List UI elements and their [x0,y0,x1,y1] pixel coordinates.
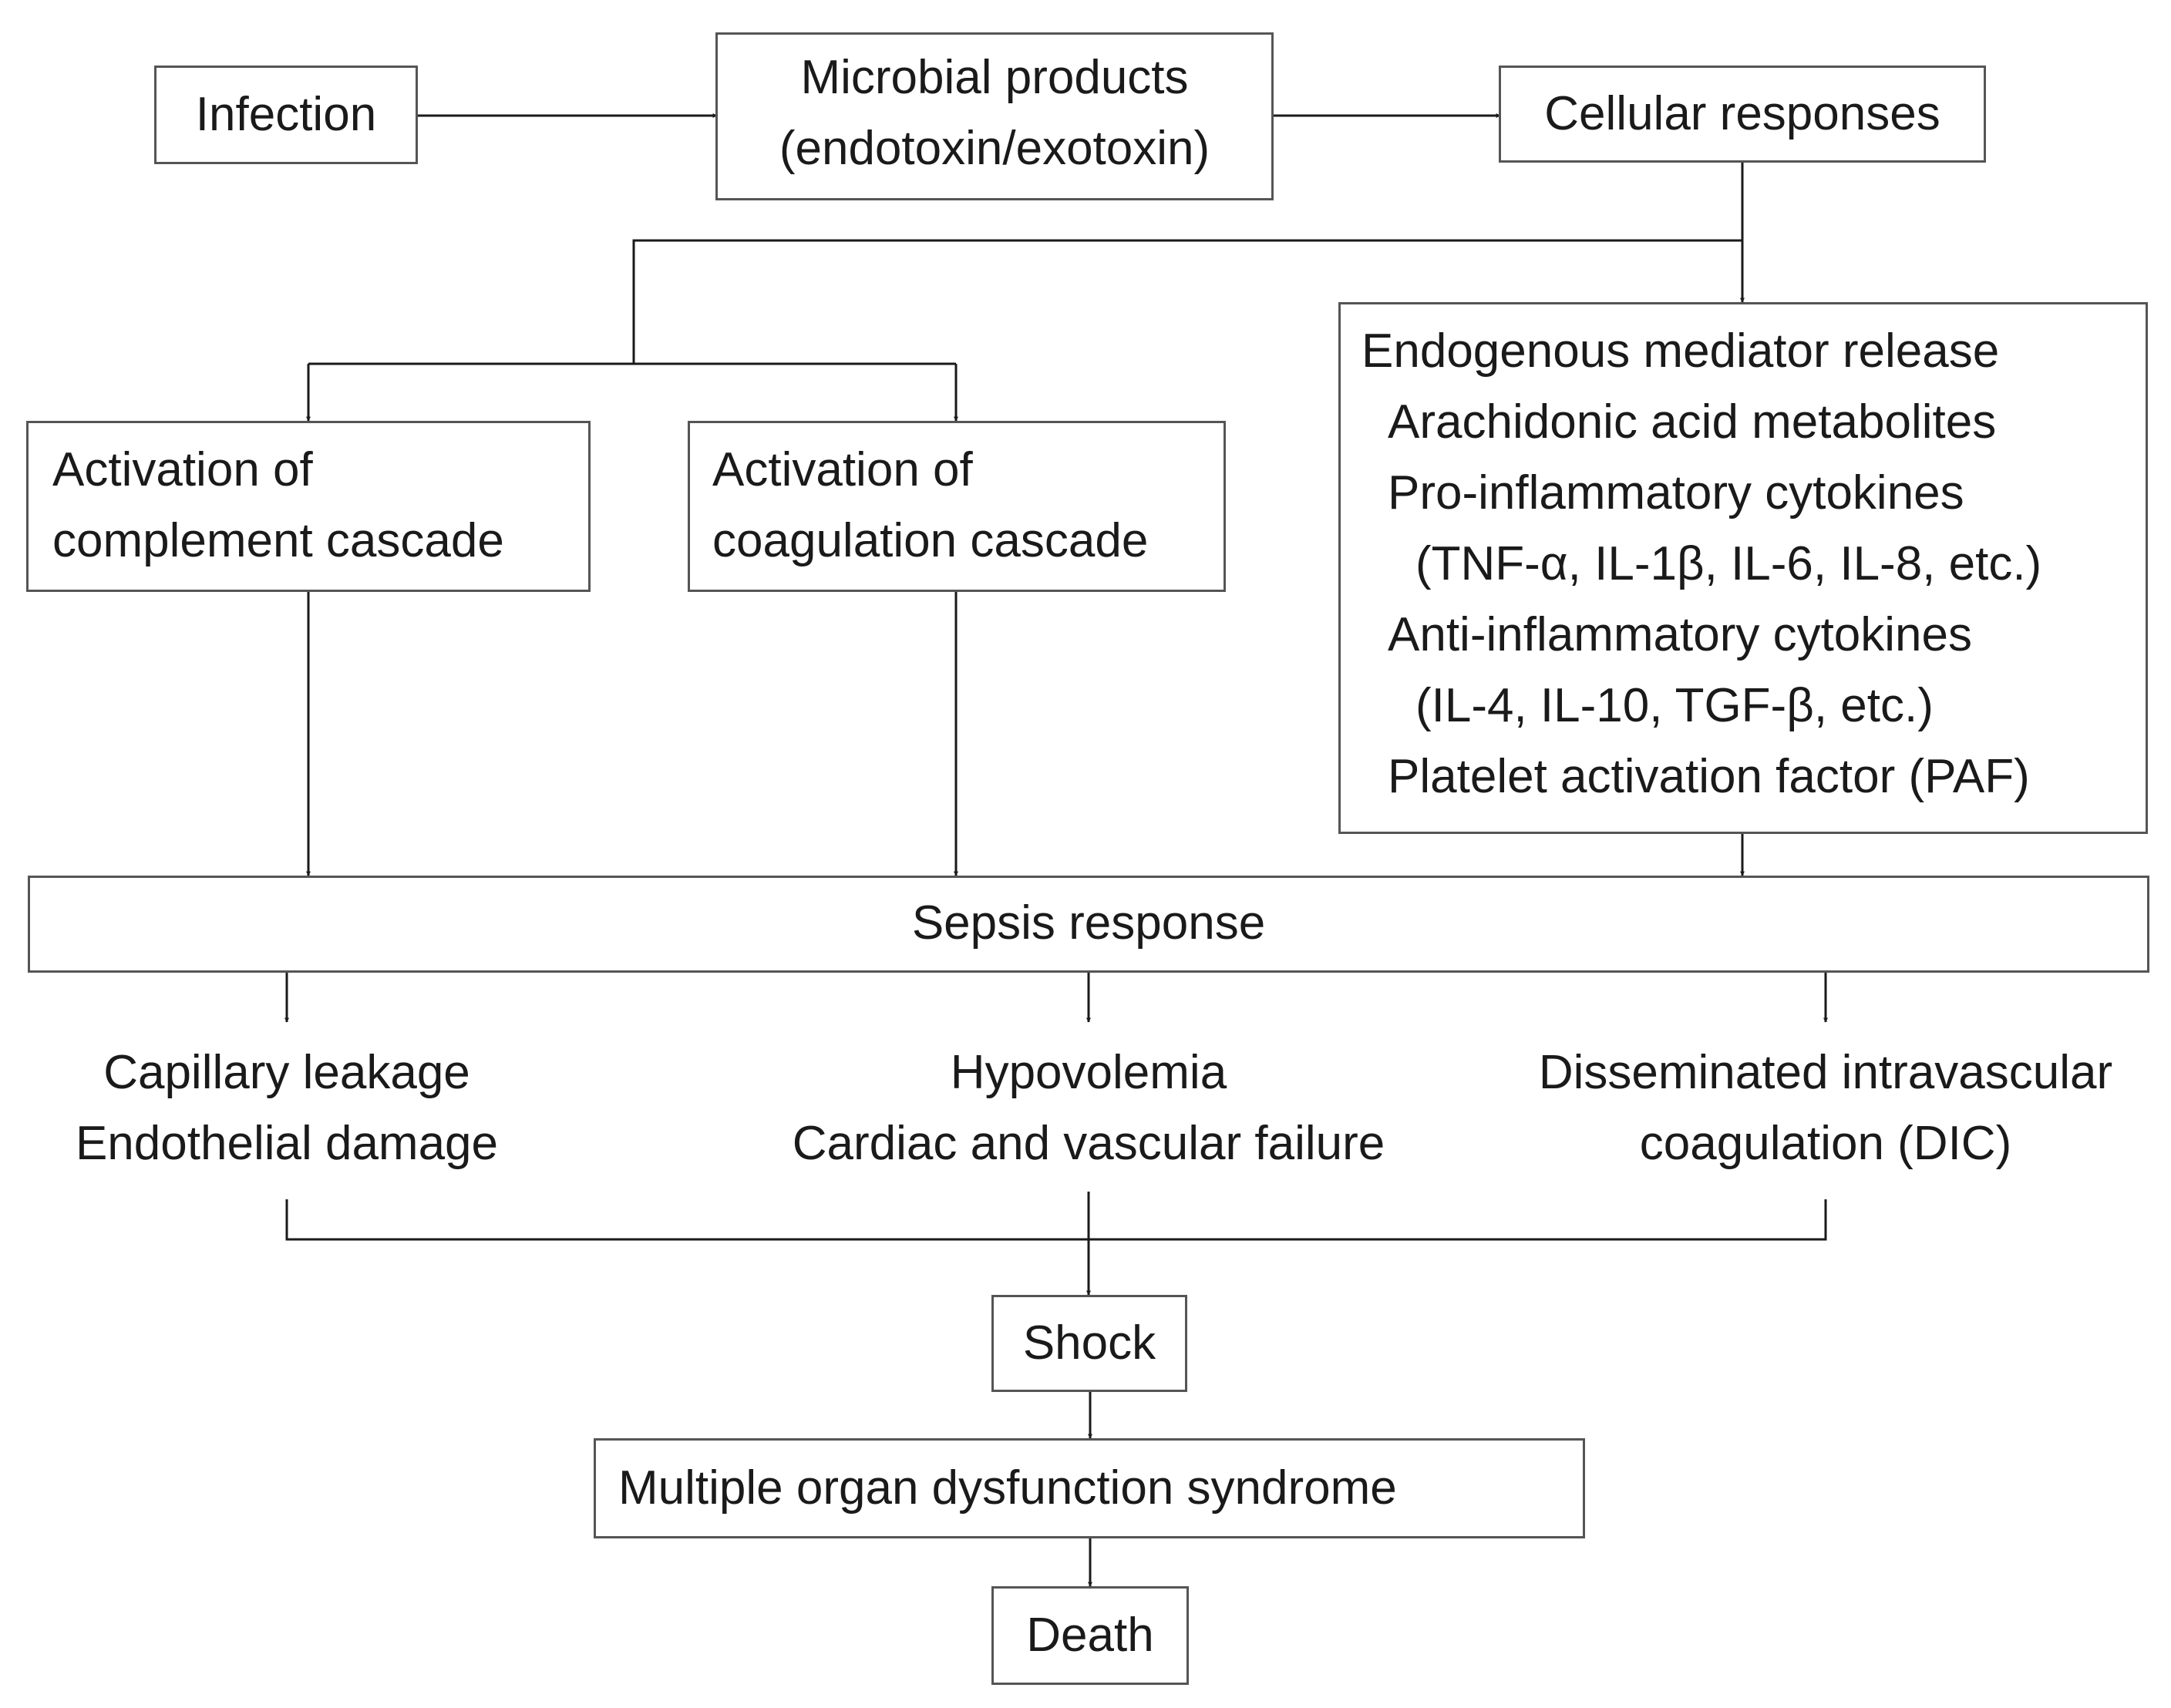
shock-box [991,1295,1187,1392]
mediator-release-proinflammatory-detail: (TNF-α, IL-1β, IL-6, IL-8, etc.) [1415,529,2041,600]
coagulation-cascade-line-1: Activation of [712,443,973,496]
sepsis-response-box [28,876,2149,973]
microbial-products-label: Microbial products (endotoxin/exotoxin) [715,42,1274,184]
infection-label: Infection [154,79,418,150]
connector-cellular-branch [632,239,1742,364]
shock-label: Shock [991,1308,1187,1379]
complement-cascade-line-2: complement cascade [52,514,504,567]
sepsis-response-label: Sepsis response [28,888,2149,959]
mediator-release-title: Endogenous mediator release [1362,316,1999,387]
shock-line: Shock [1022,1316,1156,1370]
dic-line-2: coagulation (DIC) [1639,1117,2012,1170]
mediator-release-box [1338,302,2148,834]
coagulation-cascade-line-2: coagulation cascade [712,514,1149,567]
hypovolemia-line-2: Cardiac and vascular failure [792,1117,1385,1170]
mediator-release-line-2: Arachidonic acid metabolites [1388,395,1997,449]
infection-box [154,66,418,164]
death-line: Death [1026,1609,1154,1662]
complement-cascade-box [26,421,591,592]
cellular-responses-label: Cellular responses [1499,79,1986,150]
mods-line: Multiple organ dysfunction syndrome [618,1461,1397,1515]
dic-label: Disseminated intravascular coagulation (… [1494,1037,2157,1179]
coagulation-cascade-label: Activation of coagulation cascade [712,435,1148,577]
infection-line: Infection [195,88,377,141]
complement-cascade-line-1: Activation of [52,443,313,496]
coagulation-cascade-box [688,421,1226,592]
hypovolemia-line-1: Hypovolemia [950,1046,1227,1099]
mediator-release-anti-inflammatory-detail: (IL-4, IL-10, TGF-β, etc.) [1415,671,1934,741]
capillary-leakage-label: Capillary leakage Endothelial damage [17,1037,557,1179]
mods-label: Multiple organ dysfunction syndrome [618,1453,1397,1524]
mediator-release-line-6: (IL-4, IL-10, TGF-β, etc.) [1415,679,1934,732]
death-box [991,1586,1189,1685]
capillary-leakage-line-1: Capillary leakage [103,1046,470,1099]
capillary-leakage-line-2: Endothelial damage [75,1117,499,1170]
mediator-release-paf: Platelet activation factor (PAF) [1388,741,2030,812]
cellular-responses-box [1499,66,1986,163]
hypovolemia-label: Hypovolemia Cardiac and vascular failure [742,1037,1436,1179]
microbial-products-box [715,32,1274,200]
mediator-release-line-7: Platelet activation factor (PAF) [1388,750,2030,803]
mediator-release-line-5: Anti-inflammatory cytokines [1388,608,1973,661]
mediator-release-line-4: (TNF-α, IL-1β, IL-6, IL-8, etc.) [1415,537,2042,590]
connector-outcomes-merge [285,1199,1827,1241]
microbial-products-line-1: Microbial products [800,51,1189,104]
mediator-release-line-3: Pro-inflammatory cytokines [1388,466,1964,519]
sepsis-response-line: Sepsis response [911,896,1266,950]
mediator-release-anti-inflammatory: Anti-inflammatory cytokines [1388,600,1972,671]
cellular-responses-line: Cellular responses [1544,87,1940,140]
dic-line-1: Disseminated intravascular [1538,1046,2113,1099]
death-label: Death [991,1600,1189,1671]
mediator-release-line-1: Endogenous mediator release [1362,324,2000,378]
microbial-products-line-2: (endotoxin/exotoxin) [779,122,1210,175]
complement-cascade-label: Activation of complement cascade [52,435,504,577]
mediator-release-items: Arachidonic acid metabolites Pro-inflamm… [1388,387,1996,529]
mods-box [594,1438,1585,1538]
